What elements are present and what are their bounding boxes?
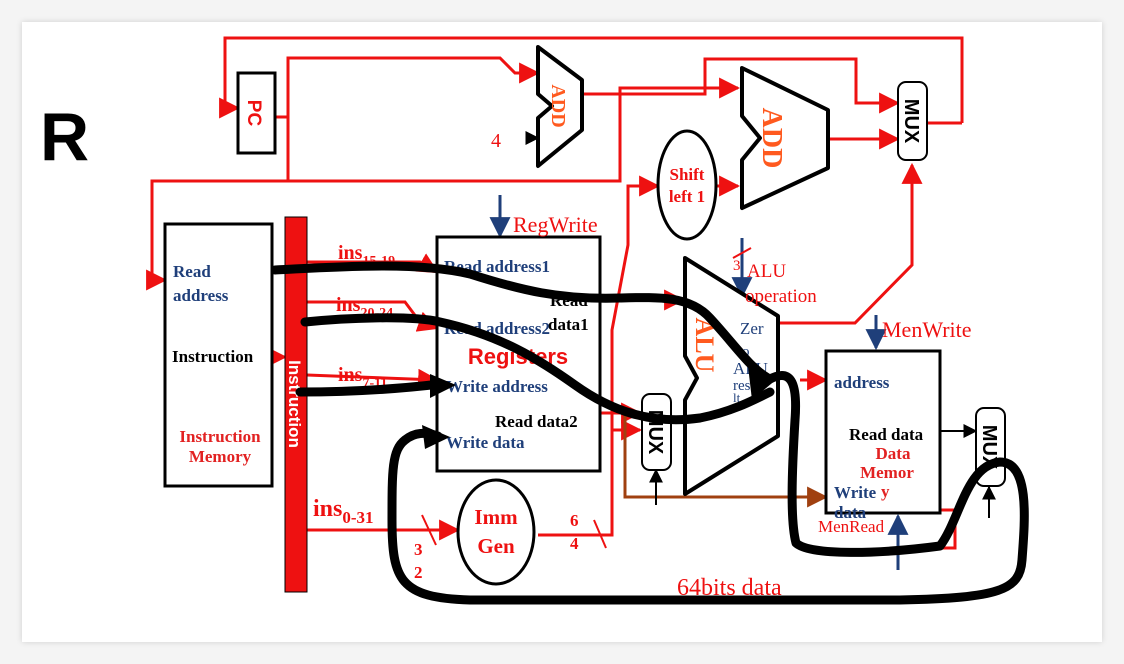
- pc-label: PC: [243, 100, 264, 127]
- ins-0-31-label: ins0-31: [313, 496, 374, 527]
- width-32-a: 3: [414, 540, 423, 559]
- im-instruction-label: Instruction: [172, 347, 254, 366]
- reg-read-data2: Read data2: [495, 412, 578, 431]
- add2-shape: [740, 66, 830, 210]
- four-label: 4: [491, 130, 501, 152]
- instruction-memory-box: [163, 222, 274, 488]
- shift-label-2: left 1: [669, 187, 705, 206]
- pc-box: [236, 71, 277, 155]
- instruction-bus: [284, 216, 308, 593]
- imm-gen-label-2: Gen: [477, 534, 515, 558]
- reg-write-address: Write address: [446, 377, 548, 396]
- dm-title-2: Memor: [860, 463, 914, 482]
- im-title-1: Instruction: [179, 427, 261, 446]
- width-32-b: 2: [414, 563, 423, 582]
- annotation-stroke-result-loop: [387, 371, 1029, 605]
- arrowhead-rd: [430, 374, 456, 398]
- annotation-arrowheads: [422, 366, 778, 449]
- red-wires: [146, 36, 964, 550]
- shift-left-ellipse: [656, 129, 718, 241]
- dm-address: address: [834, 373, 890, 392]
- imm-gen-ellipse: [456, 478, 536, 586]
- reg-write-data: Write data: [446, 433, 525, 452]
- dm-write: Write: [834, 483, 877, 502]
- data-memory-box: [824, 349, 942, 515]
- mux-top-box: [897, 81, 928, 161]
- alu-operation-1: ALU: [747, 261, 786, 282]
- width-32-slash: [421, 514, 437, 546]
- datapath-diagram: R: [40, 36, 1029, 605]
- shift-label-1: Shift: [670, 165, 705, 184]
- alu-operation-2: operation: [745, 286, 817, 307]
- blue-wires: [489, 195, 909, 570]
- width-64-a: 6: [570, 511, 579, 530]
- menwrite-label: MenWrite: [882, 317, 972, 342]
- width-64-slash: [593, 519, 607, 549]
- slide-title: R: [40, 99, 89, 175]
- annotation-strokes: [270, 261, 1029, 605]
- alu-lt: lt: [733, 390, 741, 405]
- imm-gen-label-1: Imm: [474, 505, 518, 529]
- brown-wire: [623, 413, 829, 508]
- width-64-b: 4: [570, 534, 579, 553]
- reg-read-data1-b: data1: [548, 315, 589, 334]
- alu-o: o: [742, 344, 750, 360]
- annotation-stroke-rd: [295, 379, 445, 397]
- annotation-stroke-rs1: [270, 261, 773, 383]
- mux-top-label: MUX: [900, 99, 922, 144]
- dm-read-data: Read data: [849, 425, 924, 444]
- arrowhead-write-data: [422, 425, 450, 449]
- add1-shape: [536, 45, 584, 168]
- alu-op-slash: [732, 247, 752, 259]
- instruction-bus-label: Instruction: [285, 360, 304, 448]
- dm-title-3: y: [881, 482, 890, 501]
- im-address-label: address: [173, 286, 229, 305]
- alu-zero: Zer: [740, 319, 764, 338]
- annotation-stroke-rs2: [300, 313, 775, 425]
- add2-label: ADD: [756, 108, 787, 169]
- dm-title-1: Data: [876, 444, 911, 463]
- regwrite-label: RegWrite: [513, 212, 598, 237]
- im-read-label: Read: [173, 262, 211, 281]
- add1-label: ADD: [547, 84, 569, 127]
- alu-op-bits: 3: [733, 258, 741, 274]
- im-title-2: Memory: [189, 447, 252, 466]
- menread-label: MenRead: [818, 517, 885, 536]
- slide: R: [22, 22, 1102, 642]
- dm-data: data: [834, 503, 867, 522]
- arrowhead-alu: [748, 366, 778, 400]
